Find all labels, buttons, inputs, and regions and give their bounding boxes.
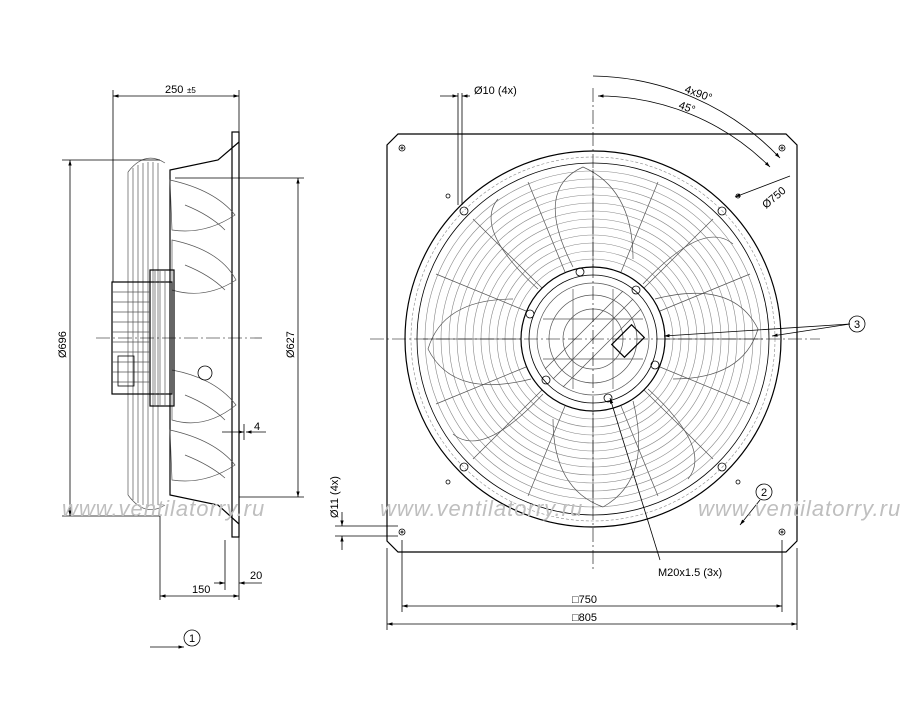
side-motor [111,269,213,407]
dim-angle-45: 45° [677,100,697,117]
front-blades [427,166,759,508]
callout-3-label: 3 [854,319,860,331]
dim-width-inner: □750 [572,594,597,606]
side-shroud [169,141,240,525]
callout-2-label: 2 [761,487,767,499]
dim-width-outer: □805 [572,612,597,624]
guard-spokes [423,169,763,509]
dim-outer-diameter: Ø696 [57,331,69,358]
dim-offset-20: 20 [250,570,262,582]
side-blades [169,179,237,482]
dim-wall-thickness: 4 [254,421,260,433]
plate-corner-holes [398,144,786,536]
watermark-text-3: www.ventilatorry.ru [698,496,901,521]
side-view: 250 ±5 Ø696 Ø627 4 150 20 1 [57,84,304,649]
front-mounting-plate [386,133,798,553]
callout-2-circle [755,483,773,501]
dim-inner-diameter: Ø627 [285,331,297,358]
callout-3-circle [848,315,866,333]
dim-bolt-circle: Ø750 [760,185,788,211]
watermark-text-1: www.ventilatorry.ru [62,496,265,521]
side-mounting-plate [231,131,240,538]
dim-mount-holes: Ø10 (4x) [474,85,517,97]
dim-offset-150: 150 [192,584,210,596]
callout-1-label: 1 [189,633,195,645]
watermark: www.ventilatorry.ru www.ventilatorry.ru … [62,496,901,521]
dim-thread: M20x1.5 (3x) [658,567,722,579]
side-guard-ribs [127,157,166,511]
dim-side-holes: Ø11 (4x) [329,476,341,518]
front-view: Ø10 (4x) 4x90° 45° Ø750 3 2 Ø11 (4x) M20… [329,75,866,630]
angle-arc-inner [597,94,771,168]
watermark-text-2: www.ventilatorry.ru [380,496,583,521]
dim-depth: 250 [165,84,183,96]
callout-1-circle [183,629,201,647]
dim-depth-tolerance: ±5 [187,86,196,95]
